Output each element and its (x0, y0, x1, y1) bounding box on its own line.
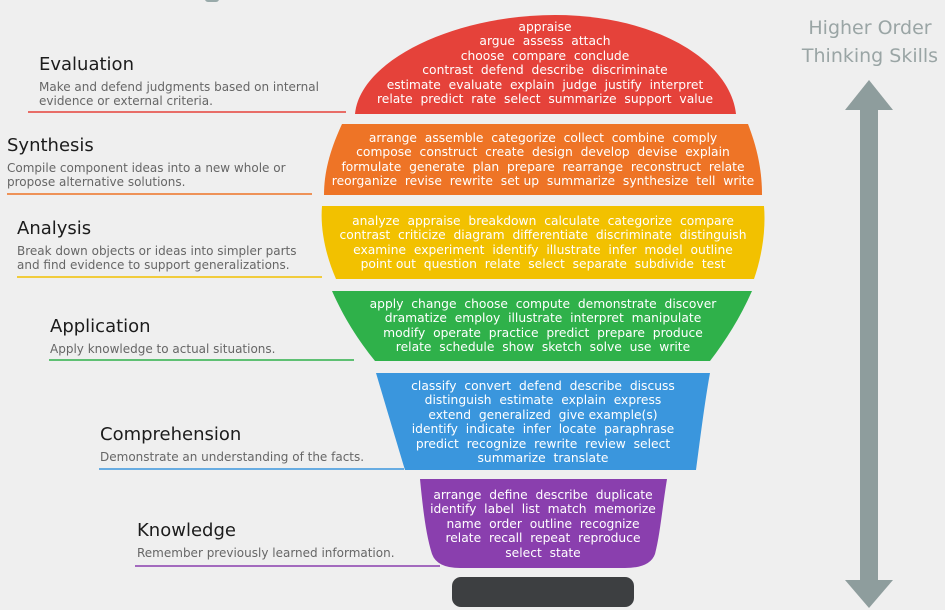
analysis-band (321, 206, 765, 279)
verb-line: select state (505, 545, 581, 560)
comprehension-label: Comprehension Demonstrate an understandi… (100, 424, 364, 464)
verb-line: analyze appraise breakdown calculate cat… (352, 214, 734, 228)
verb-line: dramatize employ illustrate interpret ma… (384, 311, 702, 326)
verb-line: choose compare conclude (460, 48, 630, 63)
analysis-verbs: analyze appraise breakdown calculate cat… (318, 214, 768, 272)
verb-line: examine experiment identify illustrate i… (353, 242, 733, 257)
knowledge-label: Knowledge Remember previously learned in… (137, 520, 395, 560)
verb-line: name order outline recognize (446, 516, 640, 531)
level-name: Evaluation (39, 54, 134, 75)
level-name: Comprehension (100, 424, 242, 445)
verb-line: relate recall repeat reproduce (445, 531, 641, 546)
synthesis-band (324, 124, 762, 195)
level-name: Knowledge (137, 520, 236, 541)
synthesis-label: Synthesis Compile component ideas into a… (7, 135, 286, 189)
analysis-label: Analysis Break down objects or ideas int… (17, 218, 297, 272)
verb-line: contrast criticize diagram differentiate… (339, 228, 747, 243)
verb-line: summarize translate (477, 451, 609, 466)
level-description-line: evidence or external criteria. (39, 94, 213, 108)
verb-line: contrast defend describe discriminate (422, 63, 668, 78)
verb-line: identify indicate infer locate paraphras… (411, 422, 675, 437)
application-label: Application Apply knowledge to actual si… (50, 316, 275, 356)
higher-order-arrow (845, 80, 893, 608)
level-description-line: propose alternative solutions. (7, 175, 186, 189)
verb-line: arrange define describe duplicate (433, 488, 653, 502)
verb-line: formulate generate plan prepare rearrang… (341, 159, 745, 174)
evaluation-verbs: appraise argue assess attach choose comp… (345, 20, 745, 106)
level-description-line: Make and defend judgments based on inter… (39, 80, 319, 94)
verb-line: predict recognize rewrite review select (415, 436, 671, 451)
comprehension-band (376, 373, 710, 470)
verb-line: compose construct create design develop … (356, 145, 730, 160)
verb-line: argue assess attach (479, 34, 611, 49)
verb-line: identify label list match memorize (430, 502, 656, 517)
verb-line: relate predict rate select summarize sup… (376, 92, 714, 107)
evaluation-label: Evaluation Make and defend judgments bas… (39, 54, 319, 108)
bulb-base (452, 577, 634, 607)
level-description-line: Apply knowledge to actual situations. (50, 342, 276, 356)
axis-title-line2: Thinking Skills (801, 45, 939, 67)
application-band (332, 291, 752, 361)
level-description-line: Compile component ideas into a new whole… (7, 161, 286, 175)
verb-line: classify convert defend describe discuss (411, 379, 675, 393)
level-name: Analysis (17, 218, 92, 239)
verb-line: distinguish estimate explain express (424, 393, 662, 408)
level-description-line: Demonstrate an understanding of the fact… (100, 450, 365, 464)
comprehension-verbs: classify convert defend describe discuss… (368, 379, 718, 465)
level-description-line: and find evidence to support generalizat… (17, 258, 290, 272)
verb-line: point out question relate select separat… (360, 257, 726, 272)
knowledge-band (420, 479, 667, 568)
axis-title: Higher Order Thinking Skills (790, 14, 945, 70)
verb-line: modify operate practice predict prepare … (383, 325, 703, 340)
level-name: Application (50, 316, 151, 337)
verb-line: estimate evaluate explain judge justify … (386, 77, 704, 92)
evaluation-band (355, 15, 736, 114)
application-verbs: apply change choose compute demonstrate … (318, 297, 768, 355)
verb-line: reorganize revise rewrite set up summari… (331, 174, 755, 189)
verb-line: appraise (518, 20, 572, 34)
verb-line: relate schedule show sketch solve use wr… (395, 340, 691, 355)
verb-line: apply change choose compute demonstrate … (369, 297, 717, 311)
level-name: Synthesis (7, 135, 94, 156)
synthesis-verbs: arrange assemble categorize collect comb… (318, 131, 768, 189)
level-description-line: Remember previously learned information. (137, 546, 395, 560)
verb-line: extend generalized give example(s) (428, 407, 658, 422)
level-description-line: Break down objects or ideas into simpler… (17, 244, 297, 258)
knowledge-verbs: arrange define describe duplicate identi… (413, 488, 673, 560)
cropped-icon (205, 0, 219, 2)
verb-line: arrange assemble categorize collect comb… (368, 131, 718, 145)
axis-title-line1: Higher Order (808, 17, 932, 39)
